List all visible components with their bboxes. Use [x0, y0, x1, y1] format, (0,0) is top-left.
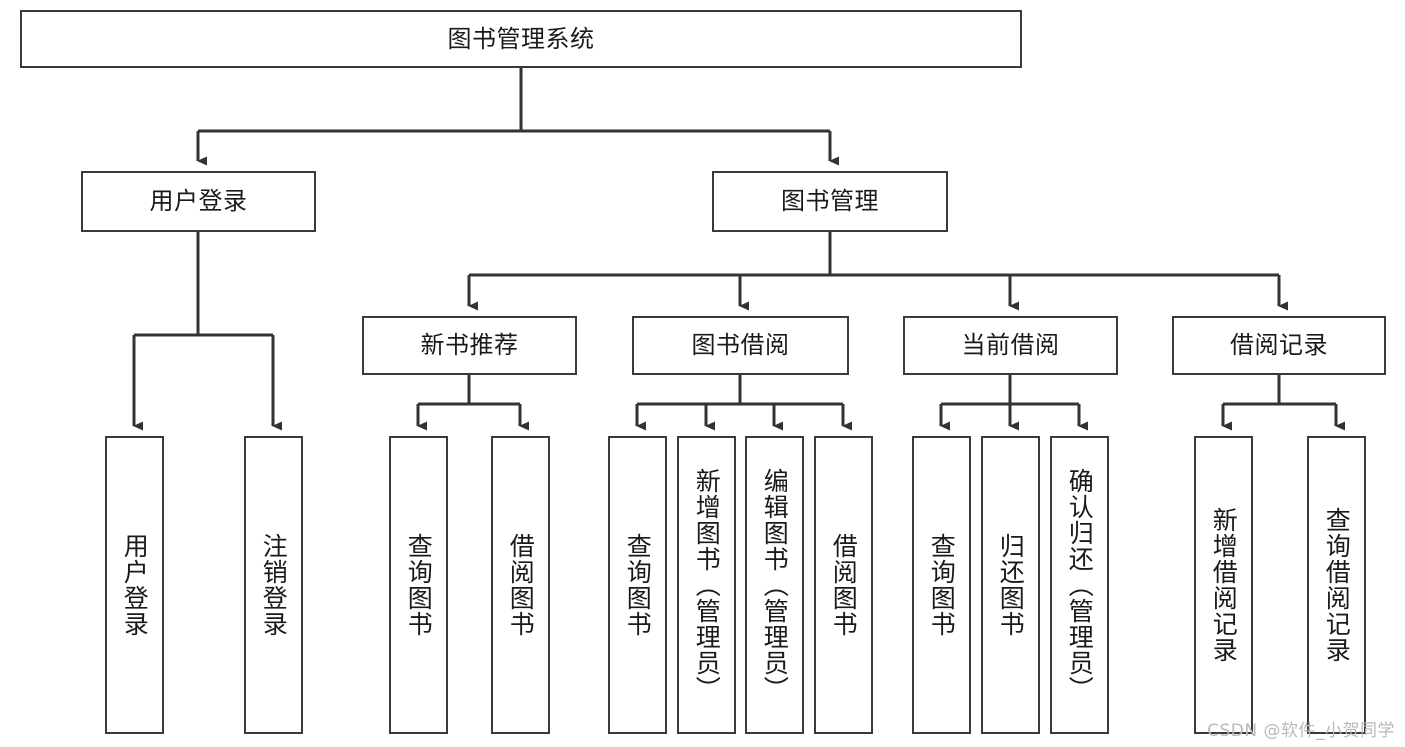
node-label: 新增借阅记录	[1209, 507, 1239, 663]
leaf-confirm-return[interactable]: 确认归还（管理员）	[1050, 436, 1109, 734]
node-label: 用户登录	[149, 187, 248, 216]
node-label: 图书管理系统	[447, 24, 595, 53]
node-label: 图书管理	[781, 187, 879, 216]
node-root-book-management-system[interactable]: 图书管理系统	[20, 10, 1022, 68]
node-borrow-record[interactable]: 借阅记录	[1172, 316, 1386, 375]
node-label: 注销登录	[259, 533, 289, 637]
leaf-return-book[interactable]: 归还图书	[981, 436, 1040, 734]
node-book-borrow[interactable]: 图书借阅	[632, 316, 849, 375]
leaf-borrow-book-recommend[interactable]: 借阅图书	[491, 436, 550, 734]
leaf-edit-book[interactable]: 编辑图书（管理员）	[745, 436, 804, 734]
node-new-book-recommend[interactable]: 新书推荐	[362, 316, 577, 375]
node-label: 编辑图书（管理员）	[760, 468, 790, 702]
node-user-login[interactable]: 用户登录	[81, 171, 316, 232]
node-label: 新书推荐	[420, 331, 519, 360]
node-label: 新增图书（管理员）	[692, 468, 722, 702]
node-label: 查询图书	[623, 533, 653, 637]
node-label: 查询图书	[404, 533, 434, 637]
node-label: 确认归还（管理员）	[1065, 468, 1095, 702]
leaf-query-book-current[interactable]: 查询图书	[912, 436, 971, 734]
node-label: 归还图书	[996, 533, 1026, 637]
node-label: 查询借阅记录	[1322, 507, 1352, 663]
node-label: 当前借阅	[961, 331, 1060, 360]
node-book-management[interactable]: 图书管理	[712, 171, 948, 232]
leaf-user-login[interactable]: 用户登录	[105, 436, 164, 734]
leaf-user-logout[interactable]: 注销登录	[244, 436, 303, 734]
node-label: 借阅图书	[506, 533, 536, 637]
leaf-query-borrow-record[interactable]: 查询借阅记录	[1307, 436, 1366, 734]
leaf-query-book-recommend[interactable]: 查询图书	[389, 436, 448, 734]
node-label: 用户登录	[120, 533, 150, 637]
leaf-add-book[interactable]: 新增图书（管理员）	[677, 436, 736, 734]
node-label: 借阅记录	[1230, 331, 1328, 360]
node-label: 借阅图书	[829, 533, 859, 637]
leaf-borrow-book[interactable]: 借阅图书	[814, 436, 873, 734]
node-label: 查询图书	[927, 533, 957, 637]
leaf-add-borrow-record[interactable]: 新增借阅记录	[1194, 436, 1253, 734]
leaf-query-book-borrow[interactable]: 查询图书	[608, 436, 667, 734]
node-label: 图书借阅	[691, 331, 790, 360]
watermark-text: CSDN @软件_小贺同学	[1207, 721, 1395, 741]
node-current-borrow[interactable]: 当前借阅	[903, 316, 1118, 375]
